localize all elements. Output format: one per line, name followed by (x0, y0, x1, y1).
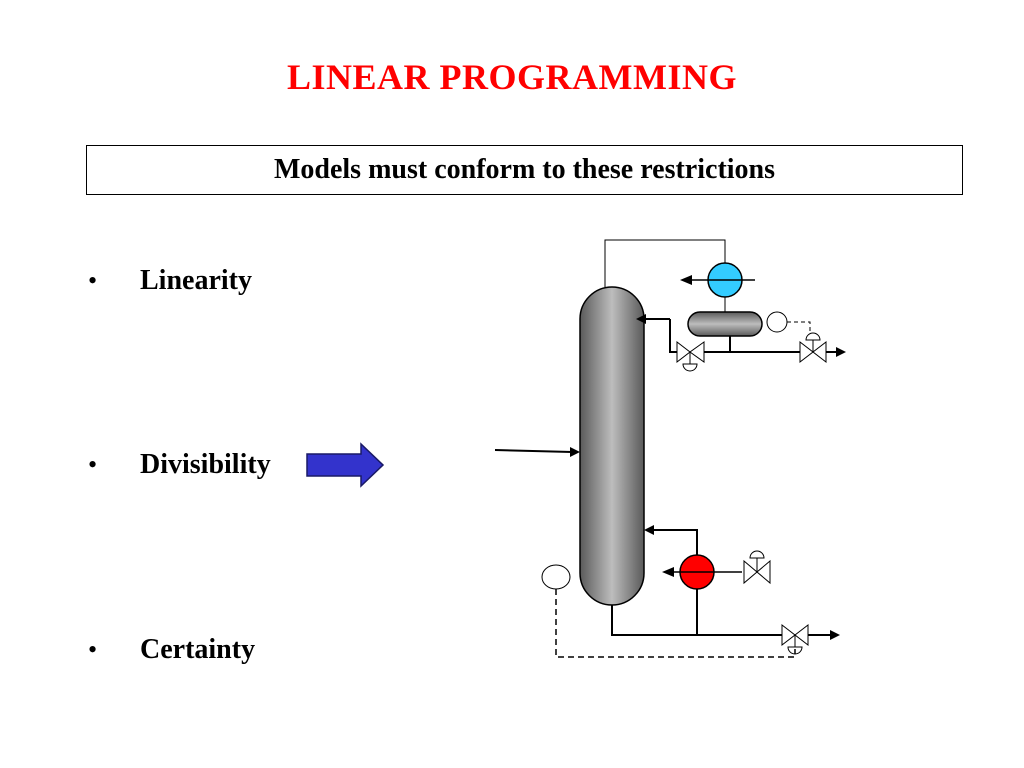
condenser-icon (680, 262, 755, 298)
distillation-diagram (494, 239, 846, 658)
level-controller-icon (766, 311, 811, 334)
bullet-dot: • (88, 450, 98, 479)
feed-line (494, 449, 573, 453)
bullet-label-divisibility: Divisibility (140, 449, 271, 480)
slide-title: LINEAR PROGRAMMING (287, 57, 737, 97)
bottom-level-controller-icon (541, 564, 796, 658)
bullet-label-linearity: Linearity (140, 265, 252, 296)
bullet-dot: • (88, 266, 98, 295)
distillation-column-icon (579, 286, 645, 606)
bullet-item-linearity: • Linearity (88, 265, 252, 297)
reboiler-icon (662, 554, 742, 590)
highlight-arrow-icon (306, 442, 385, 488)
bottoms-line (611, 589, 830, 636)
restrictions-box-text: Models must conform to these restriction… (273, 154, 776, 185)
bullet-item-certainty: • Certainty (88, 634, 255, 666)
reflux-drum-icon (687, 311, 763, 337)
bullet-item-divisibility: • Divisibility (88, 449, 271, 481)
overhead-vapor-line (604, 239, 726, 312)
reflux-valve-icon (676, 340, 705, 372)
bullet-dot: • (88, 635, 98, 664)
distillate-valve-icon (799, 332, 827, 364)
reboiler-return-line (652, 529, 698, 555)
restrictions-box: Models must conform to these restriction… (86, 145, 963, 195)
steam-valve-icon (743, 550, 771, 585)
bullet-label-certainty: Certainty (140, 634, 256, 665)
